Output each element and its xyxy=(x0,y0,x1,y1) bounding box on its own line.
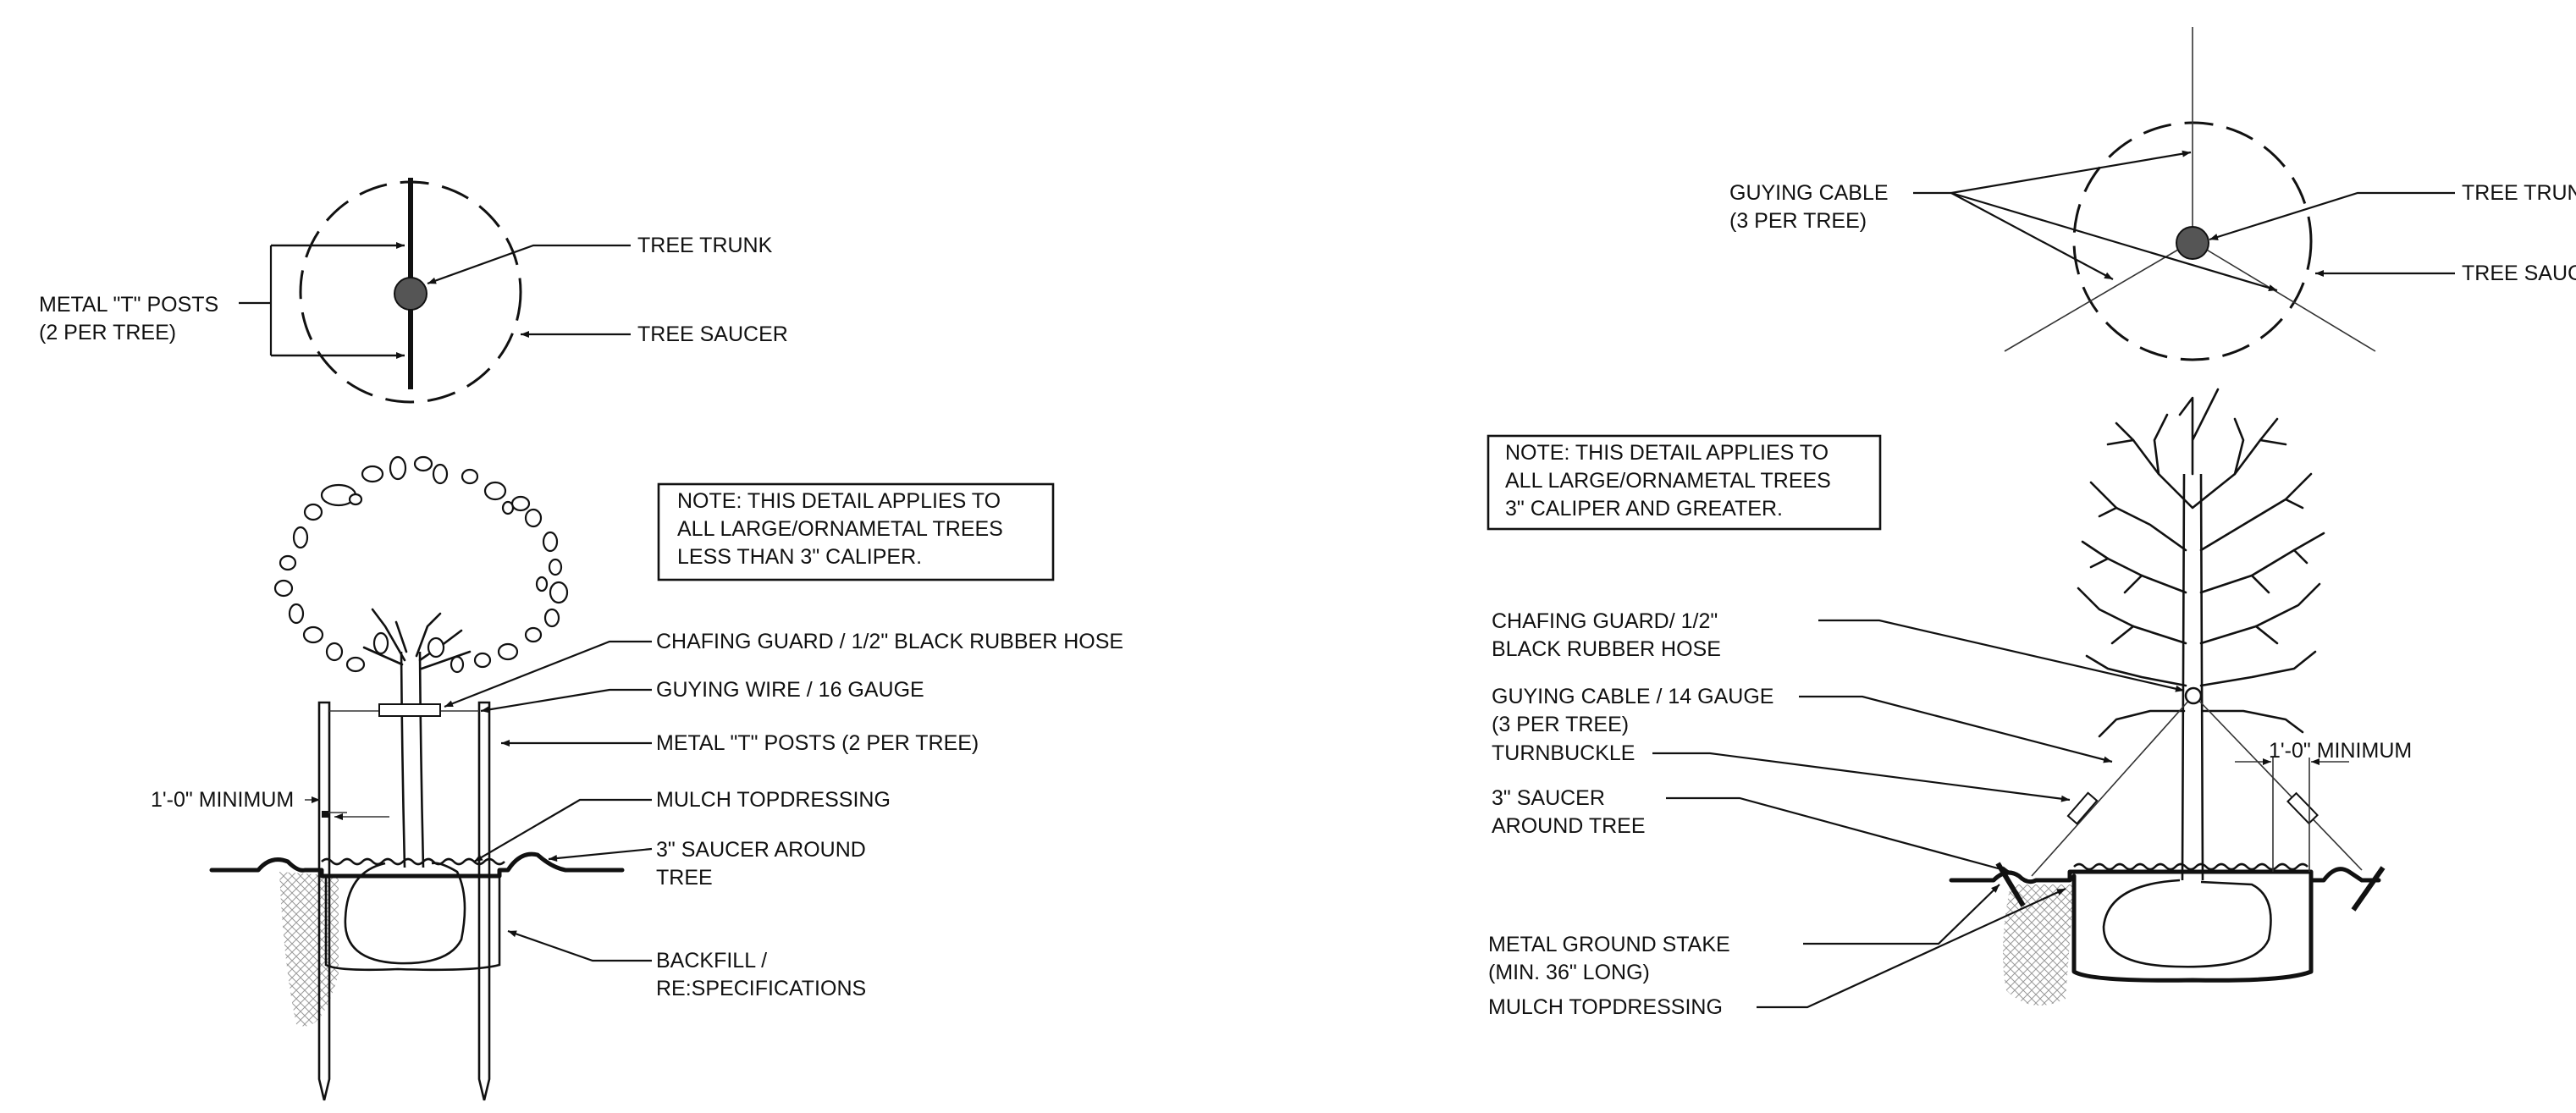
right-mulch xyxy=(2073,862,2308,871)
right-chafing-label-line1: CHAFING GUARD/ 1/2" xyxy=(1492,609,1718,633)
right-saucer-label: TREE SAUCER xyxy=(2462,262,2576,285)
right-turnbuckle-leader xyxy=(1652,752,2071,802)
right-turnbuckle-right xyxy=(2286,791,2319,825)
left-guying-label: GUYING WIRE / 16 GAUGE xyxy=(656,678,924,702)
left-note-line3: LESS THAN 3" CALIPER. xyxy=(677,545,922,569)
right-ground-saucer xyxy=(1949,867,2381,884)
left-posts-label-line2: (2 PER TREE) xyxy=(39,321,176,344)
left-mulch-label: MULCH TOPDRESSING xyxy=(656,788,891,812)
left-ground-saucer xyxy=(209,851,625,879)
left-hatched-soil xyxy=(279,872,339,1027)
left-root-ball xyxy=(344,862,466,965)
right-plan-cable-left xyxy=(2004,240,2193,352)
right-saucer-label-line1: 3" SAUCER xyxy=(1492,786,1605,810)
left-mulch-leader xyxy=(473,798,652,862)
left-saucer-label-line1: 3" SAUCER AROUND xyxy=(656,838,866,862)
left-saucer-label: TREE SAUCER xyxy=(637,322,788,346)
right-saucer-leader xyxy=(1666,796,2011,873)
left-note-line2: ALL LARGE/ORNAMETAL TREES xyxy=(677,517,1003,541)
right-hatched-soil xyxy=(2003,884,2074,1006)
left-tree-trunk xyxy=(400,651,425,868)
right-cable-label-line2: (3 PER TREE) xyxy=(1729,209,1867,233)
left-chafing-label: CHAFING GUARD / 1/2" BLACK RUBBER HOSE xyxy=(656,630,1123,653)
right-tree-canopy-branches xyxy=(2077,388,2325,738)
right-cable-label-line1: GUYING CABLE xyxy=(1729,181,1889,205)
left-plan-tree-trunk xyxy=(394,277,427,311)
left-minimum-label: 1'-0" MINIMUM xyxy=(151,788,294,812)
right-tree-trunk xyxy=(2181,473,2204,881)
left-canopy-foliage xyxy=(273,455,569,674)
left-note-box xyxy=(657,482,1055,581)
right-minimum-label: 1'-0" MINIMUM xyxy=(2269,739,2412,763)
right-turnbuckle-label: TURNBUCKLE xyxy=(1492,741,1635,765)
left-plan-posts-bracket xyxy=(239,244,405,357)
right-stake-label-line2: (MIN. 36" LONG) xyxy=(1488,961,1650,984)
right-root-ball xyxy=(2102,879,2272,968)
right-chafing-leader xyxy=(1818,619,2185,692)
left-posts-label: METAL "T" POSTS (2 PER TREE) xyxy=(656,731,979,755)
right-minimum-dimension xyxy=(2235,758,2349,872)
left-note-line1: NOTE: THIS DETAIL APPLIES TO xyxy=(677,489,1001,513)
left-backfill-label-line1: BACKFILL / xyxy=(656,949,767,972)
left-planting-pit xyxy=(324,876,501,972)
right-chafing-guard xyxy=(2184,686,2203,705)
right-plan-cable-right xyxy=(2192,240,2376,352)
right-mulch-leader xyxy=(1757,888,2066,1009)
right-plan-trunk-leader xyxy=(2209,191,2455,241)
left-section-view: NOTE: THIS DETAIL APPLIES TO ALL LARGE/O… xyxy=(151,455,1123,1101)
right-trunk-label: TREE TRUNK xyxy=(2462,181,2576,205)
right-plan-tree-trunk xyxy=(2176,226,2209,260)
left-trunk-label: TREE TRUNK xyxy=(637,234,773,257)
left-plan-trunk-leader xyxy=(427,244,631,285)
left-metal-t-posts xyxy=(317,701,491,1101)
left-branches xyxy=(362,608,472,670)
right-chafing-label-line2: BLACK RUBBER HOSE xyxy=(1492,637,1721,661)
right-stake-label-line1: METAL GROUND STAKE xyxy=(1488,933,1730,956)
right-saucer-label-line2: AROUND TREE xyxy=(1492,814,1646,838)
left-backfill-label-line2: RE:SPECIFICATIONS xyxy=(656,977,866,1000)
right-guying-label-line1: GUYING CABLE / 14 GAUGE xyxy=(1492,685,1773,708)
left-chafing-guard xyxy=(378,703,441,717)
right-guying-label-line2: (3 PER TREE) xyxy=(1492,713,1629,736)
left-minimum-dimension xyxy=(305,796,389,820)
right-plan-view: GUYING CABLE (3 PER TREE) TREE TRUNK TRE… xyxy=(1729,27,2576,361)
left-saucer-label-line2: TREE xyxy=(656,866,713,890)
left-plan-view: METAL "T" POSTS (2 PER TREE) TREE TRUNK … xyxy=(39,178,788,404)
left-backfill-leader xyxy=(507,929,652,962)
right-mulch-label: MULCH TOPDRESSING xyxy=(1488,995,1723,1019)
right-note-line3: 3" CALIPER AND GREATER. xyxy=(1505,497,1783,521)
left-guying-leader xyxy=(480,688,652,714)
right-turnbuckle-left xyxy=(2066,791,2099,825)
right-guying-cable-left xyxy=(2031,697,2192,877)
right-note-line2: ALL LARGE/ORNAMETAL TREES xyxy=(1505,469,1831,493)
left-saucer-leader xyxy=(548,847,653,862)
left-chafing-leader xyxy=(444,640,652,708)
right-stake-leader xyxy=(1803,884,2000,945)
left-posts-label-line1: METAL "T" POSTS xyxy=(39,293,218,317)
right-note-line1: NOTE: THIS DETAIL APPLIES TO xyxy=(1505,441,1829,465)
right-section-view: NOTE: THIS DETAIL APPLIES TO ALL LARGE/O… xyxy=(1487,388,2412,1019)
right-guying-leader xyxy=(1799,695,2113,763)
right-note-box xyxy=(1487,434,1882,531)
right-guying-cable-right xyxy=(2196,697,2363,871)
right-planting-pit xyxy=(2071,873,2314,983)
right-ground-stake-right xyxy=(2351,866,2386,912)
